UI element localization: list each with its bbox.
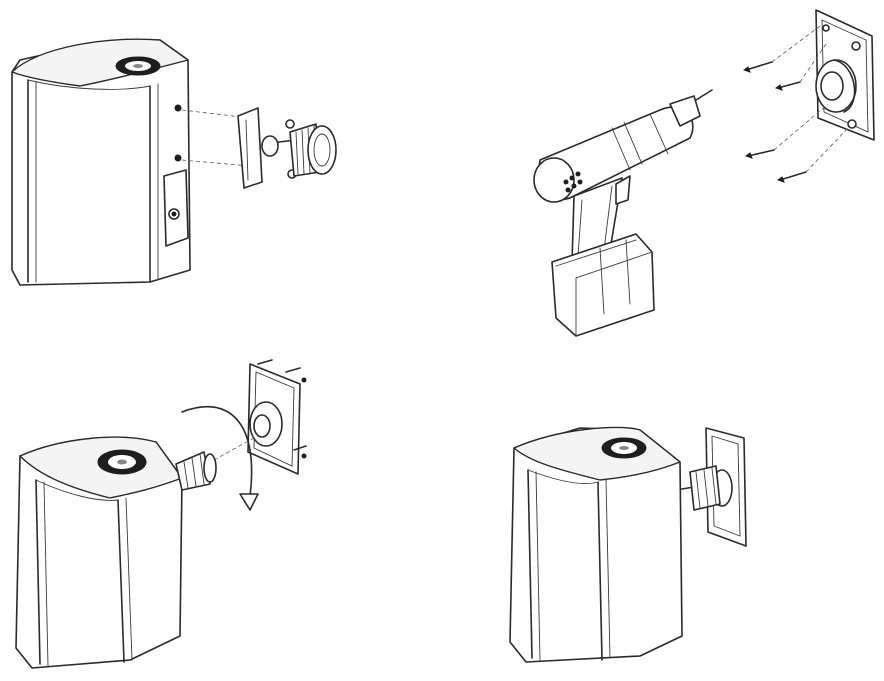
- speaker-cabinet: [509, 426, 683, 663]
- bracket-knob: [675, 465, 721, 511]
- terminal-recess: [163, 169, 189, 247]
- step-3-panel: [15, 359, 307, 669]
- wall-plate: [247, 359, 307, 475]
- wall-plate: [815, 9, 875, 141]
- speaker-cabinet: [15, 436, 183, 669]
- step-4-panel: [509, 426, 747, 663]
- power-drill-icon: [533, 89, 713, 337]
- bracket-knob: [175, 451, 217, 491]
- step-2-panel: [533, 9, 875, 337]
- mount-hole-lower: [174, 154, 182, 162]
- bracket-ball-joint: [237, 107, 337, 189]
- rotation-arrow-icon: [181, 405, 259, 511]
- screws: [742, 25, 851, 183]
- mount-hole-upper: [174, 104, 182, 112]
- step-1-panel: [11, 38, 337, 286]
- speaker-cabinet: [11, 38, 191, 286]
